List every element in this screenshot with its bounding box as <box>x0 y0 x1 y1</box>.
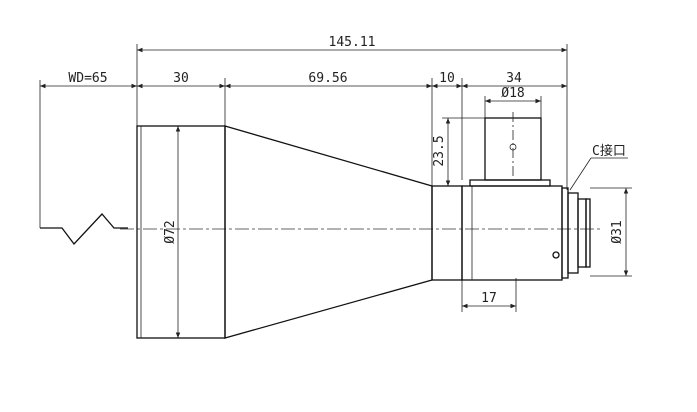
working-distance-line <box>40 213 128 246</box>
dim-working-distance: WD=65 <box>68 71 107 86</box>
dim-top-diameter: Ø18 <box>501 86 524 101</box>
dim-height: 23.5 <box>432 135 447 166</box>
dim-rear-length: 34 <box>506 71 522 86</box>
dim-front-length: 30 <box>173 71 189 86</box>
dim-taper-length: 69.56 <box>308 71 347 86</box>
lens-body <box>136 112 591 339</box>
dim-mount-diameter: Ø31 <box>610 220 625 243</box>
dim-bottom-width: 17 <box>481 291 497 306</box>
mount-label: C接口 <box>592 143 626 159</box>
dimension-lines <box>40 47 629 338</box>
dim-front-diameter: Ø72 <box>163 220 178 243</box>
dim-overall-length: 145.11 <box>329 35 376 50</box>
dim-neck-length: 10 <box>439 71 455 86</box>
